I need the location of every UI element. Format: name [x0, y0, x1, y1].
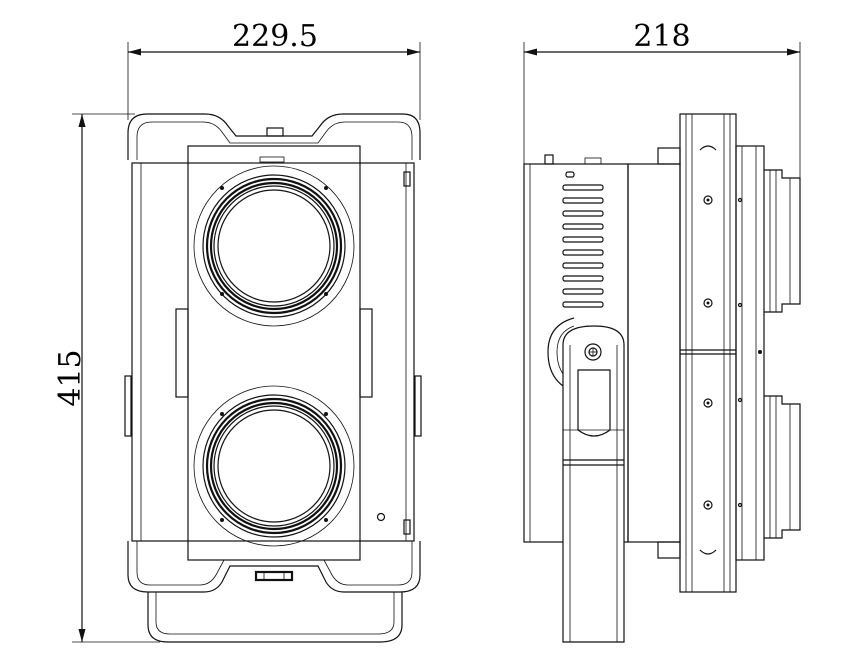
front-view: [124, 113, 422, 643]
vent-slots: [562, 171, 604, 308]
height-label: 415: [53, 349, 88, 406]
front-lens-top: [193, 165, 355, 327]
front-top-handle: [127, 113, 421, 160]
side-lens-bottom: [764, 395, 801, 539]
dimension-side-width: 218: [523, 19, 801, 180]
front-lens-bottom: [193, 385, 355, 547]
side-front-frame: [679, 113, 737, 593]
front-bottom-handle: [127, 541, 421, 593]
dimension-height: 415: [53, 113, 160, 643]
side-lens-top: [764, 169, 801, 313]
side-yoke-arm: [547, 317, 625, 643]
side-view: [523, 113, 801, 643]
side-width-label: 218: [633, 19, 690, 54]
dimension-front-width: 229.5: [127, 19, 421, 120]
front-housing: [131, 162, 415, 542]
front-width-label: 229.5: [232, 19, 318, 54]
